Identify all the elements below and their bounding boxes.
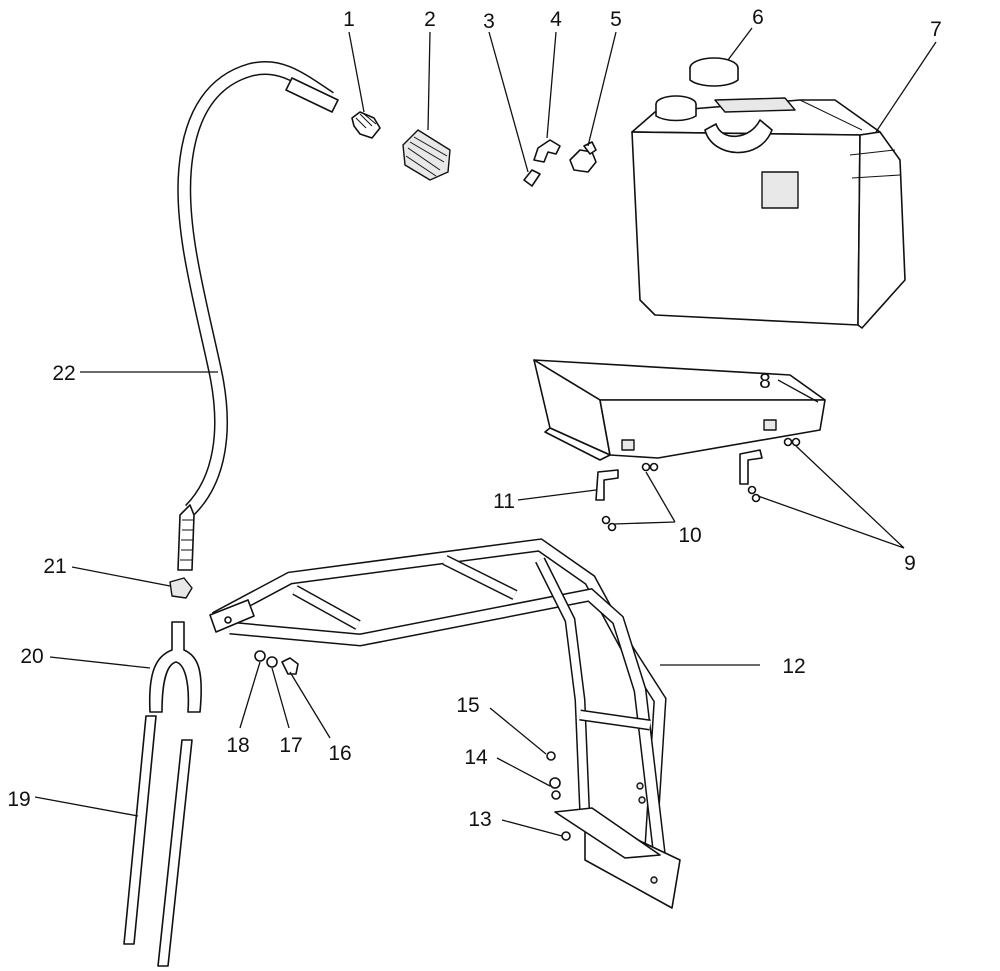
callout-12: 12: [782, 655, 805, 678]
callout-6: 6: [752, 6, 764, 29]
part-11-bracket: [595, 469, 619, 501]
callout-4: 4: [550, 8, 562, 31]
part-18-washer: [254, 650, 266, 662]
part-10-nuts: [601, 462, 659, 532]
part-16-bolt: [281, 657, 299, 675]
callout-14: 14: [464, 746, 488, 769]
part-22-hose: [177, 60, 339, 571]
callout-10: 10: [678, 524, 701, 547]
callout-17: 17: [279, 734, 302, 757]
part-15-bolt: [546, 751, 556, 761]
part-9-nuts: [747, 437, 801, 503]
callout-2: 2: [424, 8, 436, 31]
callout-16: 16: [328, 742, 351, 765]
part-6-cap: [689, 57, 739, 87]
part-2-strainer: [402, 129, 451, 181]
part-3-nozzle: [523, 169, 541, 187]
callout-18: 18: [226, 734, 249, 757]
part-1-fitting: [351, 111, 381, 139]
callout-1: 1: [343, 8, 355, 31]
part-7-tank: [631, 95, 906, 329]
part-17-washer: [266, 656, 278, 668]
callout-13: 13: [468, 808, 491, 831]
part-13-nut: [561, 831, 571, 841]
part-5-valve: [569, 141, 597, 173]
part-8-tray: [533, 359, 826, 461]
part-12-frame: [209, 538, 681, 909]
part-19-rods: [123, 715, 193, 967]
callout-20: 20: [20, 645, 43, 668]
callout-11: 11: [493, 490, 515, 513]
leader-lines: [34, 27, 937, 837]
callout-labels: 1 2 3 4 5 6 7 8 9 10 11 12 13 14 15 16 1…: [7, 6, 942, 831]
part-14-washers: [549, 777, 561, 800]
part-9-bracket: [739, 449, 763, 485]
callout-15: 15: [456, 694, 479, 717]
callout-3: 3: [483, 10, 495, 33]
callout-9: 9: [904, 552, 916, 575]
callout-21: 21: [43, 555, 66, 578]
callout-19: 19: [7, 788, 30, 811]
part-4-elbow: [533, 139, 561, 163]
part-20-y-fitting: [148, 621, 203, 713]
part-21-clamp: [169, 577, 193, 599]
callout-5: 5: [610, 8, 622, 31]
callout-8: 8: [759, 370, 771, 393]
callout-7: 7: [930, 18, 942, 41]
callout-22: 22: [52, 362, 75, 385]
